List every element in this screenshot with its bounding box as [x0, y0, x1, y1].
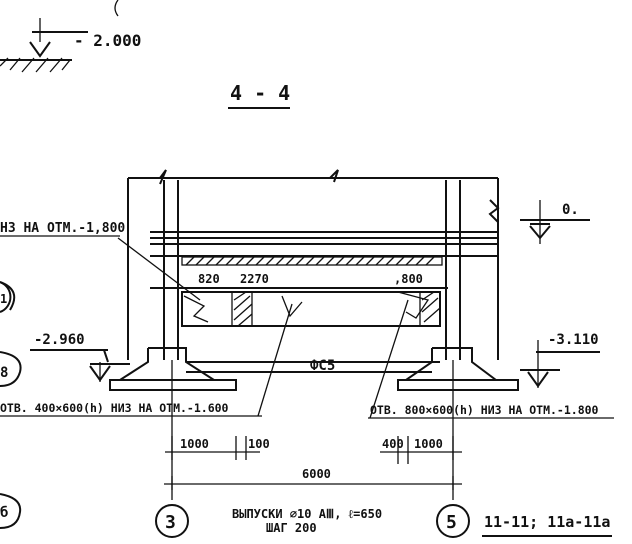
left-note-leader [117, 237, 201, 301]
level-zero: 0. [520, 200, 590, 244]
dim-820: 820 [198, 272, 220, 286]
axis-5: 5 [436, 504, 470, 538]
beam-label: ФС5 [310, 358, 335, 374]
svg-text:б: б [0, 505, 8, 521]
dim-right-group: 400 1000 [380, 436, 462, 464]
rebar-note-1: ВЫПУСКИ ⌀10 АⅢ, ℓ=650 [232, 507, 382, 521]
ground-hatch [0, 57, 72, 73]
opening-right-note: ОТВ. 800×600(h) НИЗ НА ОТМ.-1.800 [370, 403, 599, 417]
dim-right-a: 400 [382, 437, 404, 451]
axis-3: 3 [155, 504, 189, 538]
opening-right [397, 291, 430, 319]
dim-left-b: 100 [248, 437, 270, 451]
foundation-right [397, 347, 519, 391]
section-ref: 11-11; 11а-11а [484, 513, 610, 531]
dim-total-group: 6000 [164, 467, 462, 490]
level-left: -2.960 [30, 332, 130, 382]
top-level-label: - 2.000 [74, 31, 141, 50]
dim-left-a: 1000 [180, 437, 209, 451]
level-right-label: -3.110 [548, 332, 599, 348]
rebar-note-2: ШАГ 200 [266, 521, 317, 535]
level-right: -3.110 [520, 332, 600, 388]
opening-left-2 [281, 295, 303, 318]
dim-right-b: 1000 [414, 437, 443, 451]
opening-left-note: ОТВ. 400×600(h) НИЗ НА ОТМ.-1.600 [0, 401, 229, 415]
axis-3-label: 3 [165, 512, 176, 533]
opening-left-leader [257, 303, 293, 417]
axis-5-label: 5 [446, 512, 457, 533]
axis-circle-fragment [114, 0, 119, 17]
opening-right-leader [369, 299, 409, 419]
wall-beam [181, 291, 441, 327]
foundation-left [109, 347, 440, 391]
svg-text:8: 8 [0, 365, 8, 381]
dim-800: ,800 [394, 272, 423, 286]
dim-2270: 2270 [240, 272, 269, 286]
section-title: 4 - 4 [230, 81, 290, 105]
top-slab [127, 169, 500, 360]
level-zero-label: 0. [562, 202, 579, 218]
edge-marker-1: 1 [0, 281, 16, 313]
left-note: НЗ НА ОТМ.-1,800 [0, 221, 125, 236]
dim-total: 6000 [302, 467, 331, 481]
edge-marker-2: 8 [0, 351, 22, 387]
svg-text:1: 1 [0, 292, 7, 306]
edge-marker-3: б [0, 493, 22, 529]
dim-left-group: 1000 100 [165, 436, 270, 460]
opening-left [183, 295, 209, 323]
level-left-label: -2.960 [34, 332, 85, 348]
top-level-marker: - 2.000 [29, 18, 141, 58]
